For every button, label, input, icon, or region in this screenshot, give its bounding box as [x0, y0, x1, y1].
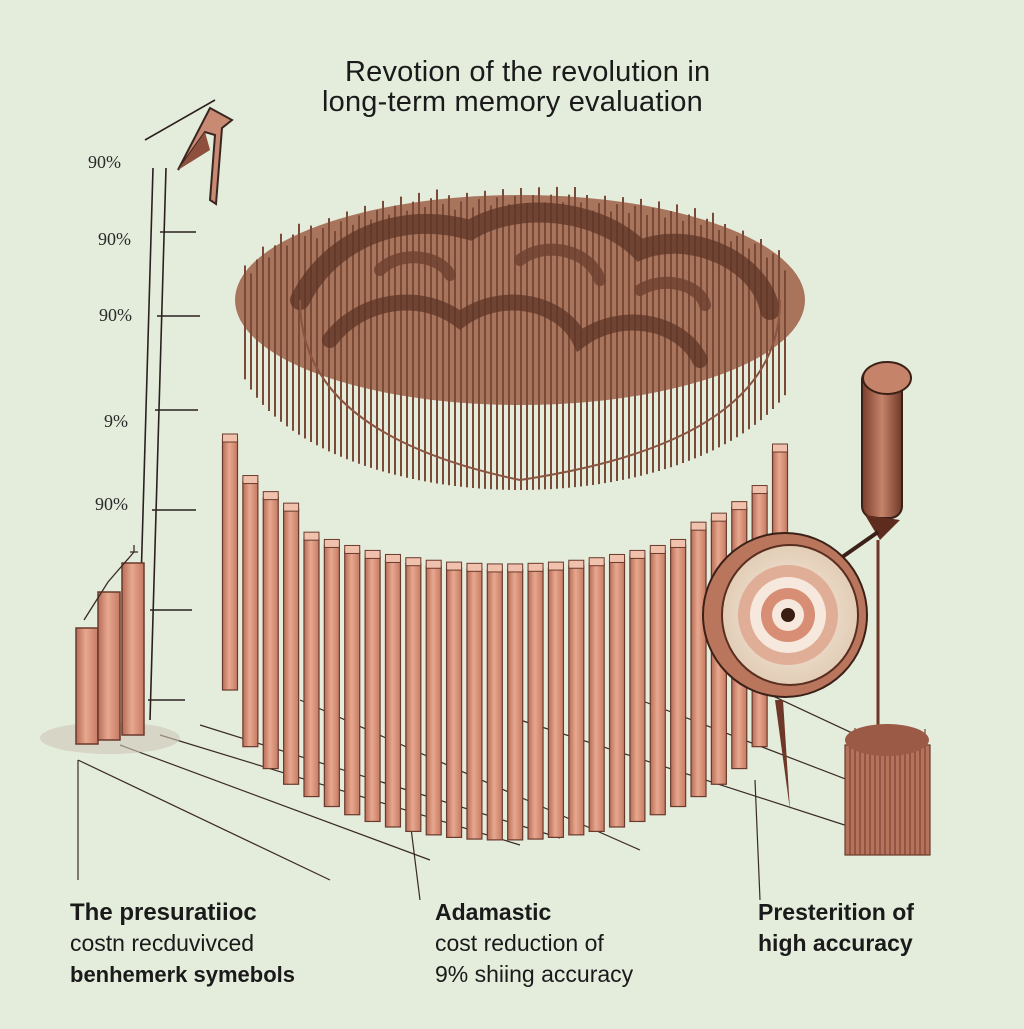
brain-sculpture: [235, 186, 805, 490]
bar: [344, 550, 361, 816]
bar: [466, 568, 483, 840]
bar: [323, 544, 340, 808]
bar-cap: [405, 557, 422, 567]
caption-line: costn recduvivced: [70, 930, 255, 956]
caption-line: cost reduction of: [435, 930, 604, 956]
bar-cap: [262, 491, 279, 501]
bar: [221, 439, 239, 691]
y-tick-label: 90%: [88, 152, 121, 172]
bar: [670, 544, 687, 808]
caption-line: benhemerk symebols: [70, 962, 295, 987]
up-arrow-icon: [177, 106, 234, 206]
caption-line: The presuratiioc: [70, 899, 257, 926]
bar-cap: [425, 559, 442, 569]
title-line-1: Revotion of the revolution in: [345, 56, 711, 88]
bar-cap: [670, 538, 687, 548]
caption-right: Presterition of high accuracy: [758, 897, 914, 959]
y-tick-label: 90%: [99, 305, 132, 325]
bar: [629, 555, 646, 823]
caption-line: Presterition of: [758, 899, 914, 925]
bar-cap: [486, 563, 503, 573]
bar-cap: [344, 544, 361, 554]
y-tick-label: 9%: [104, 411, 128, 431]
main-bar-ring: [221, 433, 789, 841]
caption-line: Adamastic: [435, 899, 552, 925]
bar-cap: [629, 549, 646, 559]
bar-cap: [303, 531, 320, 541]
bar: [425, 565, 442, 836]
bar-cap: [466, 562, 483, 572]
bar-cap: [323, 538, 340, 548]
caption-line: high accuracy: [758, 930, 913, 956]
bar: [588, 563, 605, 833]
bar-cap: [384, 553, 401, 563]
bar: [445, 567, 463, 839]
caption-left: The presuratiioc costn recduvivced benhe…: [70, 897, 295, 990]
bar-cap: [690, 521, 707, 531]
bar: [547, 567, 565, 839]
bar: [608, 559, 626, 828]
bar: [384, 559, 402, 828]
bar: [283, 508, 300, 785]
bar: [303, 537, 320, 798]
bar-cap: [731, 501, 748, 511]
bar-cap: [547, 561, 564, 571]
title-line-2: long-term memory evaluation: [322, 86, 703, 118]
bar-cap: [283, 502, 300, 512]
y-tick-label: 90%: [98, 229, 131, 249]
bar: [690, 527, 707, 798]
y-tick-label: 90%: [95, 494, 128, 514]
caption-line: 9% shiing accuracy: [435, 961, 634, 987]
bar-cap: [649, 544, 666, 554]
bar: [262, 497, 279, 770]
small-block: [844, 724, 931, 856]
small-bar-group: [40, 545, 180, 754]
bar: [649, 550, 666, 816]
bar-cap: [507, 563, 524, 573]
target-icon: [738, 565, 838, 665]
bar-cap: [222, 433, 238, 443]
bar-cap: [364, 549, 381, 559]
y-axis: [136, 99, 216, 721]
bar: [527, 568, 544, 840]
bar-cap: [242, 475, 259, 485]
bar: [242, 480, 259, 748]
bar-cap: [527, 562, 544, 572]
bar: [568, 565, 585, 836]
bar: [364, 555, 381, 823]
bar-cap: [710, 512, 727, 522]
bar: [486, 569, 503, 841]
bar-cap: [751, 485, 768, 495]
bar: [507, 569, 524, 841]
bar-cap: [588, 557, 605, 567]
bar-cap: [609, 553, 626, 563]
bar: [405, 563, 422, 833]
caption-middle: Adamastic cost reduction of 9% shiing ac…: [435, 897, 633, 990]
bar-cap: [446, 561, 463, 571]
bar-cap: [772, 443, 788, 453]
bar-cap: [568, 559, 585, 569]
